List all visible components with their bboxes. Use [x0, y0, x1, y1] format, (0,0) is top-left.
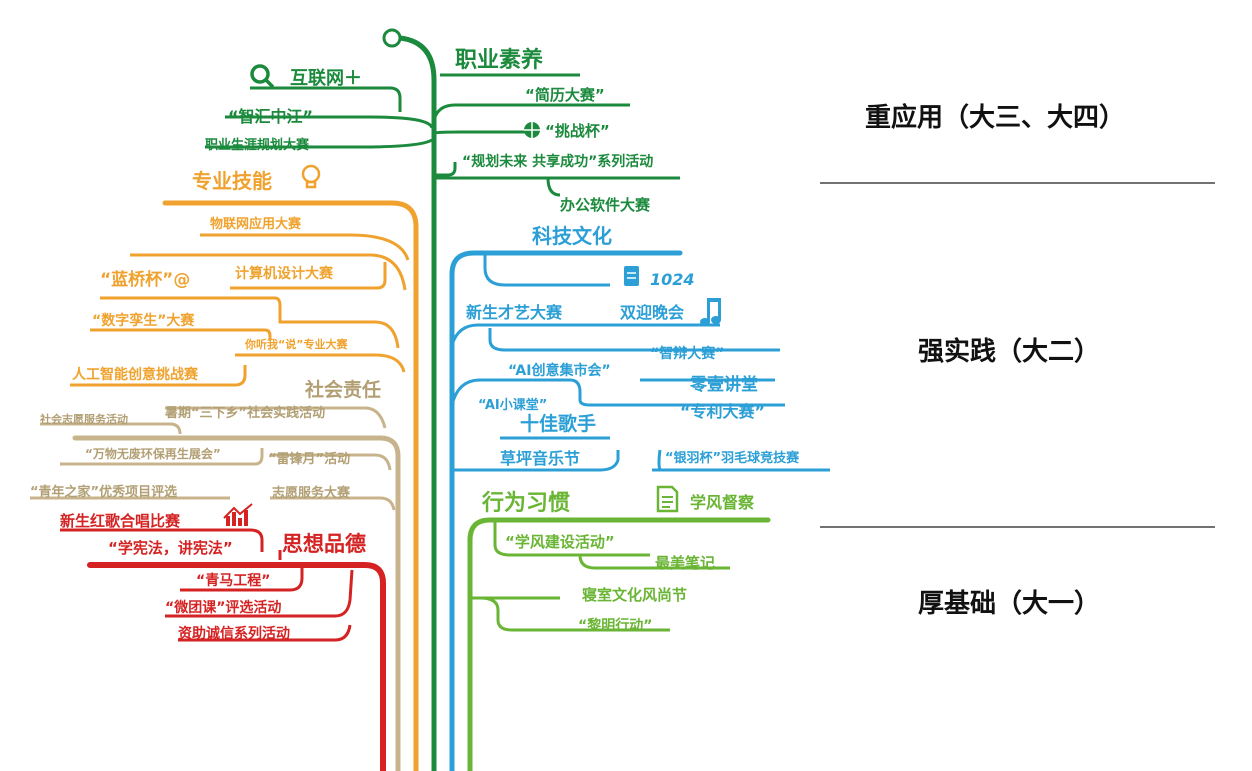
trunk-social	[72, 435, 401, 771]
career-item-zhihui: “智汇中江”	[228, 107, 313, 126]
career-item-office-software: 办公软件大赛	[560, 196, 651, 214]
moral-branches	[60, 528, 354, 642]
social-item-leifeng: “雷锋月”活动	[268, 451, 350, 467]
trunk-career	[397, 35, 437, 771]
skills-item-computer-design: 计算机设计大赛	[235, 265, 334, 282]
tech-item-patent: “专利大赛”	[680, 402, 765, 421]
skills-title: 专业技能	[192, 169, 272, 193]
tech-item-ai-market: “AI创意集市会”	[508, 362, 611, 379]
career-item-future-series: “规划未来 共享成功”系列活动	[462, 153, 653, 170]
habits-item-dorm-culture: 寝室文化风尚节	[582, 586, 687, 604]
tech-item-1024: 1024	[650, 270, 695, 289]
lightbulb-icon	[301, 164, 321, 189]
skills-item-lanqiao: “蓝桥杯”@	[100, 269, 190, 290]
skills-item-digital-twin: “数字孪生”大赛	[92, 312, 195, 329]
moral-item-qingma: “青马工程”	[196, 572, 270, 589]
skills-item-ai-challenge: 人工智能创意挑战赛	[72, 366, 199, 383]
chart-up-icon	[223, 503, 253, 526]
habits-branches	[470, 520, 730, 632]
skills-branches	[70, 233, 410, 387]
habits-item-dawn-action: “黎明行动”	[578, 617, 652, 634]
career-item-internet-plus: 互联网＋	[290, 68, 362, 89]
moral-item-aid-integrity: 资助诚信系列活动	[178, 625, 290, 642]
tech-item-ai-class: “AI小课堂”	[478, 397, 547, 413]
social-item-eco-expo: “万物无废环保再生展会”	[85, 446, 221, 461]
moral-item-red-song: 新生红歌合唱比赛	[60, 512, 181, 530]
social-title: 社会责任	[304, 378, 381, 401]
career-branches	[205, 73, 680, 197]
social-item-youth-home: “青年之家”优秀项目评选	[30, 484, 177, 500]
habits-item-supervision: 学风督察	[690, 493, 755, 512]
tech-branches	[450, 253, 830, 472]
social-branches	[30, 406, 396, 511]
tech-item-top-singers: 十佳歌手	[520, 412, 596, 435]
trunk-tech	[449, 250, 683, 771]
stage-label-middle: 强实践（大二）	[918, 336, 1100, 367]
career-item-planning-contest: 职业生涯规划大赛	[205, 137, 310, 153]
trunk-skills	[162, 200, 419, 771]
moral-item-constitution: “学宪法，讲宪法”	[108, 539, 233, 557]
moral-item-micro-lesson: “微团课”评选活动	[165, 599, 281, 616]
tree-top-node	[382, 28, 402, 48]
social-item-sanxiaxiang: 暑期“三下乡”社会实践活动	[164, 405, 325, 421]
tech-item-freshman-talent: 新生才艺大赛	[466, 303, 563, 322]
social-item-volunteer: 社会志愿服务活动	[39, 412, 128, 426]
tech-item-lingyi: 零壹讲堂	[689, 374, 758, 395]
skills-item-speech: 你听我“说”专业大赛	[244, 337, 348, 351]
trunk-habits	[467, 517, 771, 771]
tech-item-badminton: “银羽杯”羽毛球竞技赛	[665, 450, 800, 466]
moral-title: 思想品德	[282, 532, 366, 556]
music-note-icon	[700, 298, 721, 326]
basketball-icon	[524, 122, 540, 138]
stage-label-upper: 重应用（大三、大四）	[865, 102, 1125, 133]
career-item-challenge-cup: “挑战杯”	[545, 122, 610, 140]
career-item-resume: “简历大赛”	[525, 86, 605, 104]
checklist-icon	[656, 485, 679, 513]
tech-title: 科技文化	[532, 224, 612, 248]
stage-label-lower: 厚基础（大一）	[918, 589, 1100, 619]
skills-item-iot: 物联网应用大赛	[210, 216, 302, 232]
trunk-moral	[87, 562, 386, 771]
document-icon	[624, 266, 639, 286]
social-item-volunteer-contest: 志愿服务大赛	[272, 485, 351, 501]
habits-title: 行为习惯	[481, 490, 570, 516]
tech-item-gala: 双迎晚会	[620, 303, 684, 322]
habits-item-best-notes: 最美笔记	[655, 554, 715, 572]
search-icon	[250, 64, 275, 89]
tech-item-lawn-music: 草坪音乐节	[500, 449, 580, 468]
career-title: 职业素养	[455, 47, 543, 73]
habits-item-study-style: “学风建设活动”	[505, 533, 615, 551]
tech-item-debate: “智辩大赛”	[650, 345, 724, 362]
